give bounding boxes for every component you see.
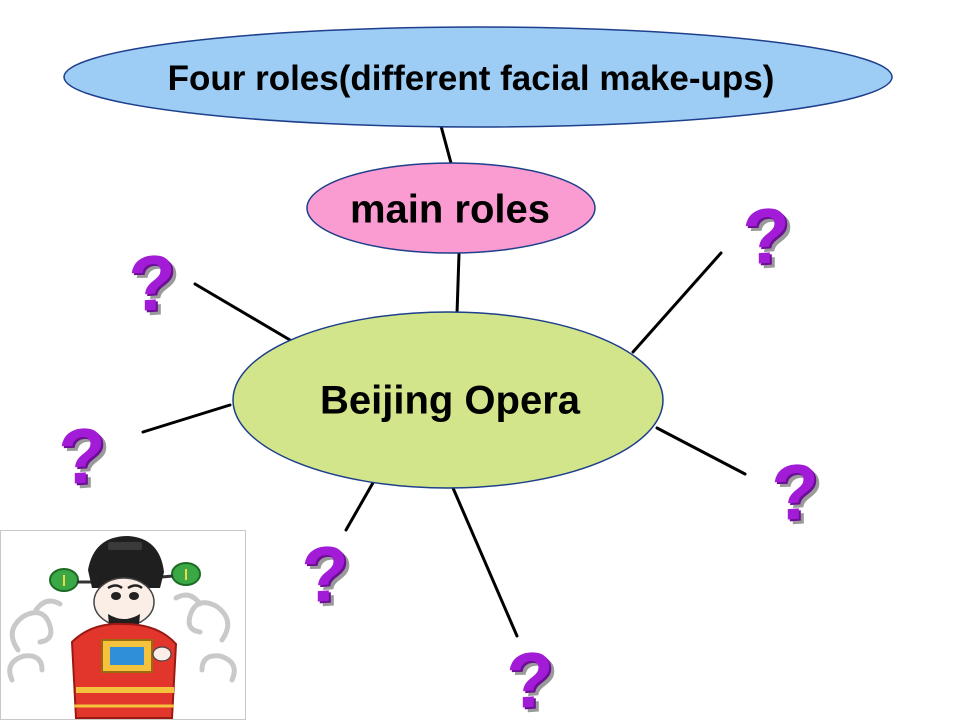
top-node-ellipse <box>63 26 893 128</box>
unknown-node-lower-left: ? <box>301 528 349 620</box>
connector-center-to-lower-left <box>344 479 376 532</box>
beijing-opera-ellipse <box>232 311 664 489</box>
connector-top-to-main <box>439 124 453 165</box>
unknown-node-right: ? <box>771 446 819 538</box>
connector-center-to-upper-right <box>631 251 723 354</box>
beijing-opera-label: Beijing Opera <box>319 378 581 423</box>
connector-center-to-lower-right <box>655 426 747 476</box>
beijing-opera-character-icon <box>0 530 246 720</box>
connector-center-to-left <box>141 403 232 434</box>
top-node-label: Four roles(different facial make-ups) <box>167 59 775 98</box>
unknown-node-bottom: ? <box>506 634 554 726</box>
main-roles-label: main roles <box>349 187 551 232</box>
connector-center-to-bottom <box>451 486 519 638</box>
connector-main-to-center <box>455 252 461 316</box>
unknown-node-left: ? <box>58 410 106 502</box>
unknown-node-upper-right: ? <box>742 190 790 282</box>
unknown-node-upper-left: ? <box>128 237 176 329</box>
main-roles-ellipse <box>306 162 596 254</box>
connector-center-to-upper-left <box>193 282 292 342</box>
